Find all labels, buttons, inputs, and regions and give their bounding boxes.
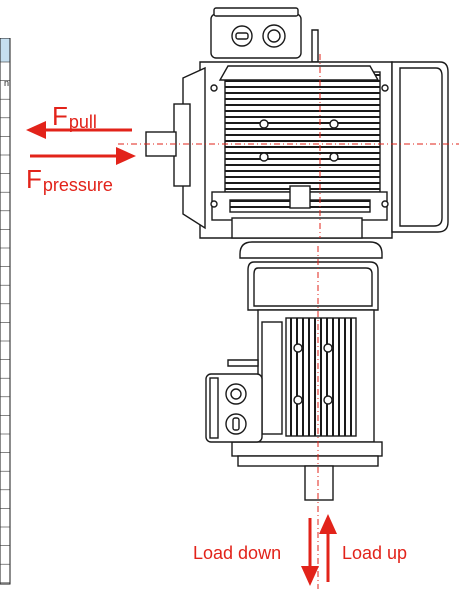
load-down-label: Load down [193, 543, 282, 563]
table-header-cell [0, 38, 10, 62]
table-row-lines [0, 61, 10, 584]
svg-text:n: n [4, 78, 9, 88]
load-up-arrow [319, 514, 337, 582]
horizontal-motor-icon [145, 7, 449, 239]
partial-table: n [0, 38, 11, 585]
force-pull-arrow [26, 121, 132, 139]
force-pressure-arrow [30, 147, 136, 165]
force-pull-label: Fpull [52, 101, 97, 132]
load-down-arrow [301, 518, 319, 586]
force-pressure-label: Fpressure [26, 164, 113, 195]
vertical-motor-icon [227, 241, 383, 501]
load-up-label: Load up [342, 543, 408, 563]
table-border [0, 38, 11, 585]
terminal-box-icon [205, 373, 263, 443]
